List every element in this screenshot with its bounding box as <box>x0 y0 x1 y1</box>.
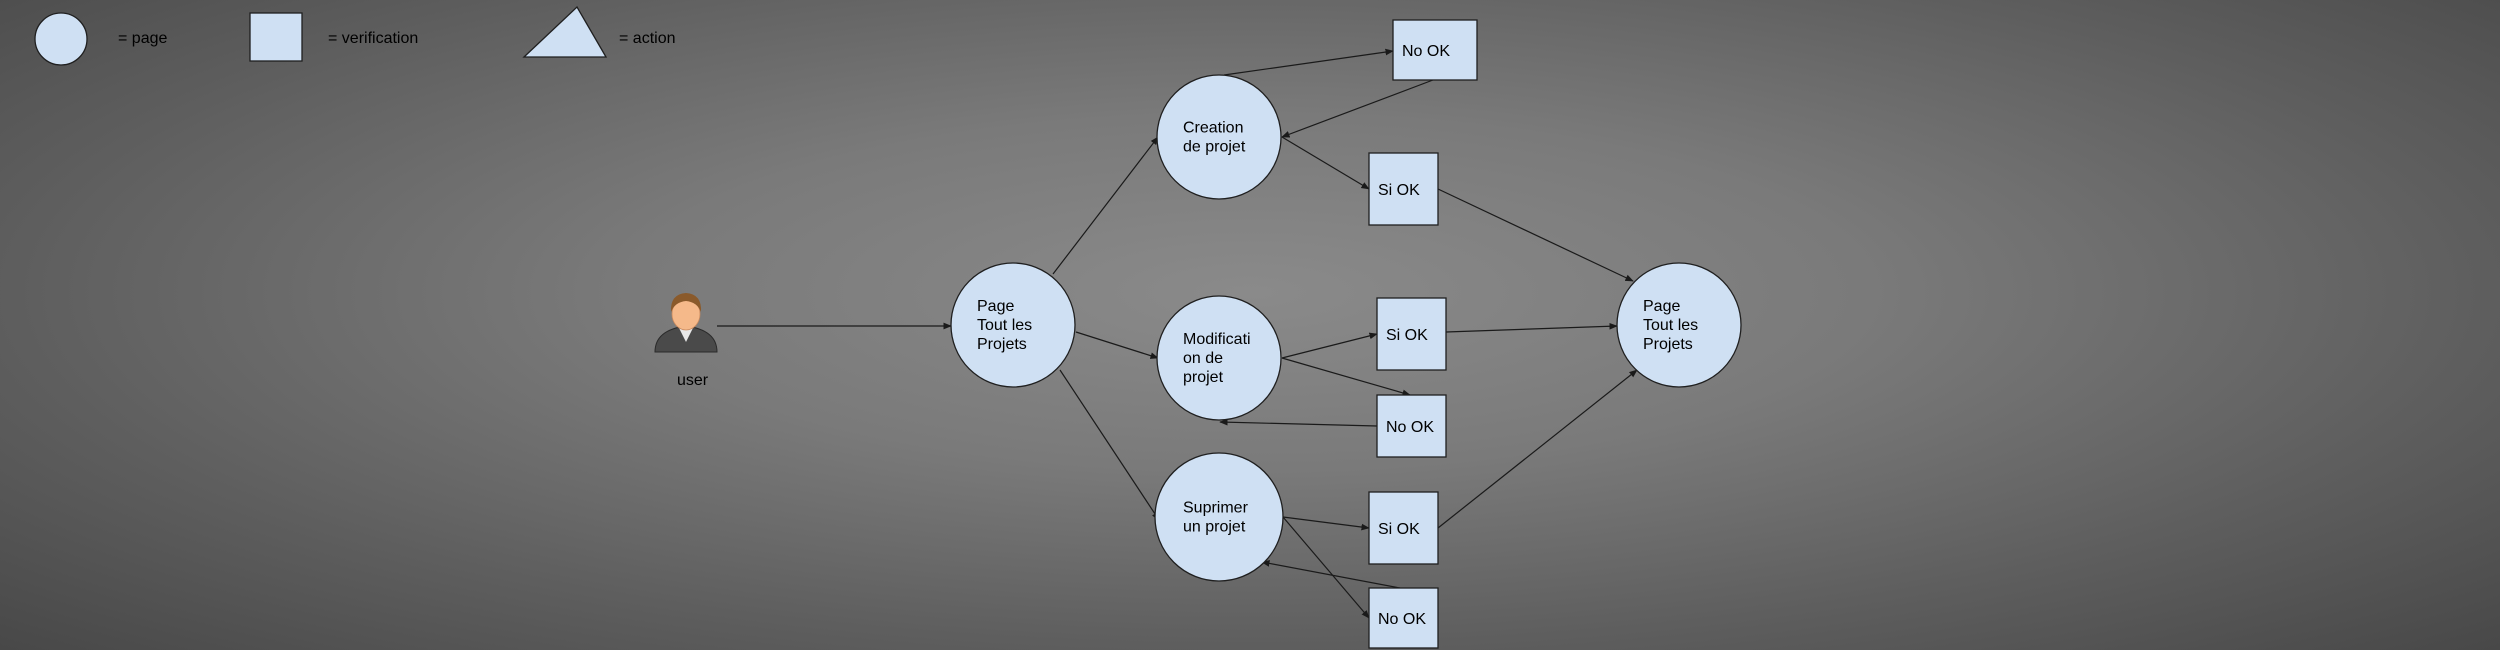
page-tout-projets-label-line: Page <box>977 298 1014 315</box>
edge-suprimer-projet-to-suprimer-no-ok <box>1282 516 1370 619</box>
modification-projet-label-line: projet <box>1183 369 1224 386</box>
page-tout-projets-circle <box>950 262 1076 388</box>
legend-page-label: = page <box>118 30 167 47</box>
modification-projet-label-line: on de <box>1183 350 1223 367</box>
suprimer-projet-label-line: Suprimer <box>1183 500 1249 517</box>
edge-suprimer-projet-to-suprimer-si-ok <box>1282 516 1370 531</box>
creation-projet-label-line: de projet <box>1183 139 1246 156</box>
page-tout-projets-2-label-line: Page <box>1643 298 1680 315</box>
edge-modification-no-ok-to-modification-projet <box>1219 418 1378 427</box>
modification-projet-label-line: Modificati <box>1183 331 1251 348</box>
suprimer-si-ok-box <box>1368 491 1439 565</box>
user-label: user <box>677 372 709 389</box>
creation-no-ok-box <box>1392 19 1478 81</box>
edge-suprimer-si-ok-to-page-tout-projets-2 <box>1437 369 1638 529</box>
node-creation-projet[interactable]: Creation de projet <box>1156 74 1282 200</box>
legend-action: = action <box>522 5 675 58</box>
creation-no-ok-label-line: No OK <box>1402 43 1450 60</box>
creation-projet-label-line: Creation <box>1183 120 1243 137</box>
page-tout-projets-2-circle <box>1616 262 1742 388</box>
edge-suprimer-no-ok-to-suprimer-projet <box>1261 560 1401 589</box>
node-suprimer-no-ok[interactable]: No OK <box>1368 587 1439 649</box>
legend: = page = verification = action <box>34 5 675 66</box>
page-tout-projets-label-line: Tout les <box>977 317 1032 334</box>
legend-verification: = verification <box>249 12 418 62</box>
edge-modification-projet-to-modification-si-ok <box>1281 332 1378 359</box>
node-modification-no-ok[interactable]: No OK <box>1376 394 1447 458</box>
legend-page-shape <box>34 12 88 66</box>
modification-si-ok-label-line: Si OK <box>1386 327 1428 344</box>
creation-si-ok-label-line: Si OK <box>1378 182 1420 199</box>
user-actor: user <box>654 293 718 389</box>
modification-no-ok-label-line: No OK <box>1386 419 1434 436</box>
suprimer-projet-label-line: un projet <box>1183 519 1246 536</box>
page-tout-projets-label-line: Projets <box>977 336 1027 353</box>
modification-projet-circle <box>1156 295 1282 421</box>
suprimer-no-ok-label-line: No OK <box>1378 611 1426 628</box>
node-suprimer-projet[interactable]: Suprimer un projet <box>1154 452 1284 582</box>
edge-page-tout-projets-to-modification-projet <box>1075 331 1159 359</box>
page-tout-projets-2-label-line: Projets <box>1643 336 1693 353</box>
modification-si-ok-box <box>1376 297 1447 371</box>
creation-si-ok-box <box>1368 152 1439 226</box>
node-suprimer-si-ok[interactable]: Si OK <box>1368 491 1439 565</box>
legend-action-label: = action <box>619 30 675 47</box>
legend-verification-label: = verification <box>328 30 418 47</box>
node-modification-projet[interactable]: Modificati on de projet <box>1156 295 1282 421</box>
edge-creation-si-ok-to-page-tout-projets-2 <box>1437 188 1634 282</box>
edge-page-tout-projets-to-creation-projet <box>1052 136 1159 275</box>
edge-modification-si-ok-to-page-tout-projets-2 <box>1445 322 1618 333</box>
node-creation-no-ok[interactable]: No OK <box>1392 19 1478 81</box>
suprimer-projet-circle <box>1154 452 1284 582</box>
edges-layer <box>717 48 1638 619</box>
edge-creation-projet-to-creation-no-ok <box>1223 48 1394 76</box>
suprimer-no-ok-box <box>1368 587 1439 649</box>
suprimer-si-ok-label-line: Si OK <box>1378 521 1420 538</box>
legend-action-shape <box>522 5 608 58</box>
modification-no-ok-box <box>1376 394 1447 458</box>
creation-projet-circle <box>1156 74 1282 200</box>
node-creation-si-ok[interactable]: Si OK <box>1368 152 1439 226</box>
user-icon <box>654 293 718 353</box>
edge-creation-no-ok-to-creation-projet <box>1281 79 1434 138</box>
legend-page: = page <box>34 12 167 66</box>
page-tout-projets-2-label-line: Tout les <box>1643 317 1698 334</box>
legend-verification-shape <box>249 12 303 62</box>
edge-page-tout-projets-to-suprimer-projet <box>1059 369 1160 521</box>
node-modification-si-ok[interactable]: Si OK <box>1376 297 1447 371</box>
edge-modification-projet-to-modification-no-ok <box>1281 357 1411 397</box>
edge-creation-projet-to-creation-si-ok <box>1281 136 1370 190</box>
